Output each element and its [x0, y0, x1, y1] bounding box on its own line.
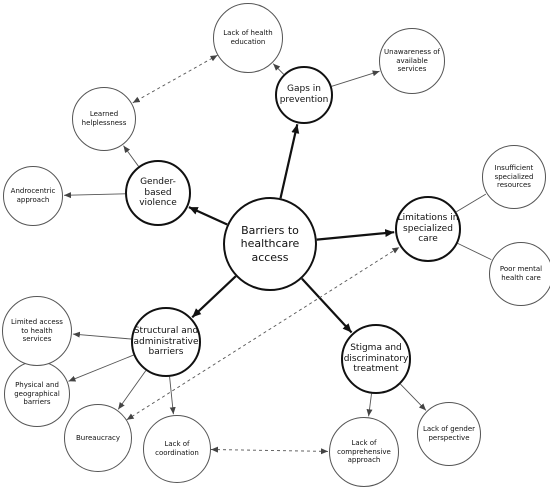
- node-label-coordination: Lack of coordination: [155, 440, 199, 457]
- node-label-bureaucracy: Bureaucracy: [75, 433, 120, 442]
- node-label-health-education: Lack of health education: [223, 29, 273, 46]
- node-label-unawareness: Unawareness of available services: [384, 48, 440, 74]
- node-structural: Structural and administrative barriers: [131, 307, 201, 377]
- edge-barriers-to-limitations: [316, 229, 395, 241]
- node-label-insufficient-resources: Insufficient specialized resources: [494, 164, 534, 190]
- node-label-gender-perspective: Lack of gender perspective: [422, 425, 476, 442]
- node-label-limitations: Limitations in specialized care: [397, 212, 459, 245]
- node-label-physical-barriers: Physical and geographical barriers: [14, 381, 60, 407]
- node-label-comprehensive-approach: Lack of comprehensive approach: [337, 439, 391, 465]
- node-label-learned-helplessness: Learned helplessness: [81, 110, 127, 127]
- node-barriers: Barriers to healthcare access: [223, 197, 317, 291]
- node-limited-access: Limited access to health services: [2, 296, 72, 366]
- node-androcentric: Androcentric approach: [3, 166, 63, 226]
- node-coordination: Lack of coordination: [143, 415, 211, 483]
- edge-structural-to-bureaucracy: [117, 370, 147, 410]
- node-stigma: Stigma and discriminatory treatment: [341, 324, 411, 394]
- edge-barriers-to-gaps: [279, 123, 300, 199]
- edge-structural-to-physical: [68, 354, 134, 382]
- node-label-limited-access: Limited access to health services: [11, 318, 63, 344]
- edge-gaps-to-unaware: [331, 70, 380, 87]
- node-gaps: Gaps in prevention: [275, 66, 333, 124]
- edge-health_edu-to-learned: [132, 54, 218, 104]
- edge-structural-to-coordination: [169, 376, 176, 415]
- node-bureaucracy: Bureaucracy: [64, 404, 132, 472]
- node-label-gender: Gender-based violence: [139, 176, 177, 209]
- node-learned-helplessness: Learned helplessness: [72, 87, 136, 151]
- node-label-gaps: Gaps in prevention: [279, 84, 329, 105]
- edge-coordination-to-comprehensive: [210, 446, 329, 455]
- edge-gender-to-learned: [123, 145, 139, 167]
- edge-gaps-to-health_edu: [272, 63, 285, 75]
- node-insufficient-resources: Insufficient specialized resources: [482, 145, 546, 209]
- edge-limitations-to-insufficient: [455, 193, 487, 213]
- edge-barriers-to-stigma: [301, 277, 353, 334]
- node-label-structural: Structural and administrative barriers: [133, 325, 199, 358]
- node-comprehensive-approach: Lack of comprehensive approach: [329, 417, 399, 487]
- edge-barriers-to-gender: [188, 206, 228, 226]
- edge-limitations-to-poor_mental: [457, 242, 492, 261]
- node-label-poor-mental-health: Poor mental health care: [499, 265, 543, 282]
- node-label-barriers: Barriers to healthcare access: [240, 223, 300, 264]
- node-poor-mental-health: Poor mental health care: [489, 242, 550, 306]
- edge-barriers-to-structural: [191, 275, 237, 319]
- edge-stigma-to-gender_persp: [400, 383, 427, 411]
- edge-gender-to-androcentric: [63, 192, 126, 199]
- node-unawareness: Unawareness of available services: [379, 28, 445, 94]
- node-health-education: Lack of health education: [213, 3, 283, 73]
- edge-structural-to-limited_access: [72, 331, 132, 340]
- node-label-androcentric: Androcentric approach: [10, 187, 56, 204]
- edge-stigma-to-comprehensive: [366, 393, 373, 417]
- node-physical-barriers: Physical and geographical barriers: [4, 361, 70, 427]
- node-limitations: Limitations in specialized care: [395, 196, 461, 262]
- node-label-stigma: Stigma and discriminatory treatment: [343, 342, 409, 375]
- node-gender-perspective: Lack of gender perspective: [417, 402, 481, 466]
- node-gender: Gender-based violence: [125, 160, 191, 226]
